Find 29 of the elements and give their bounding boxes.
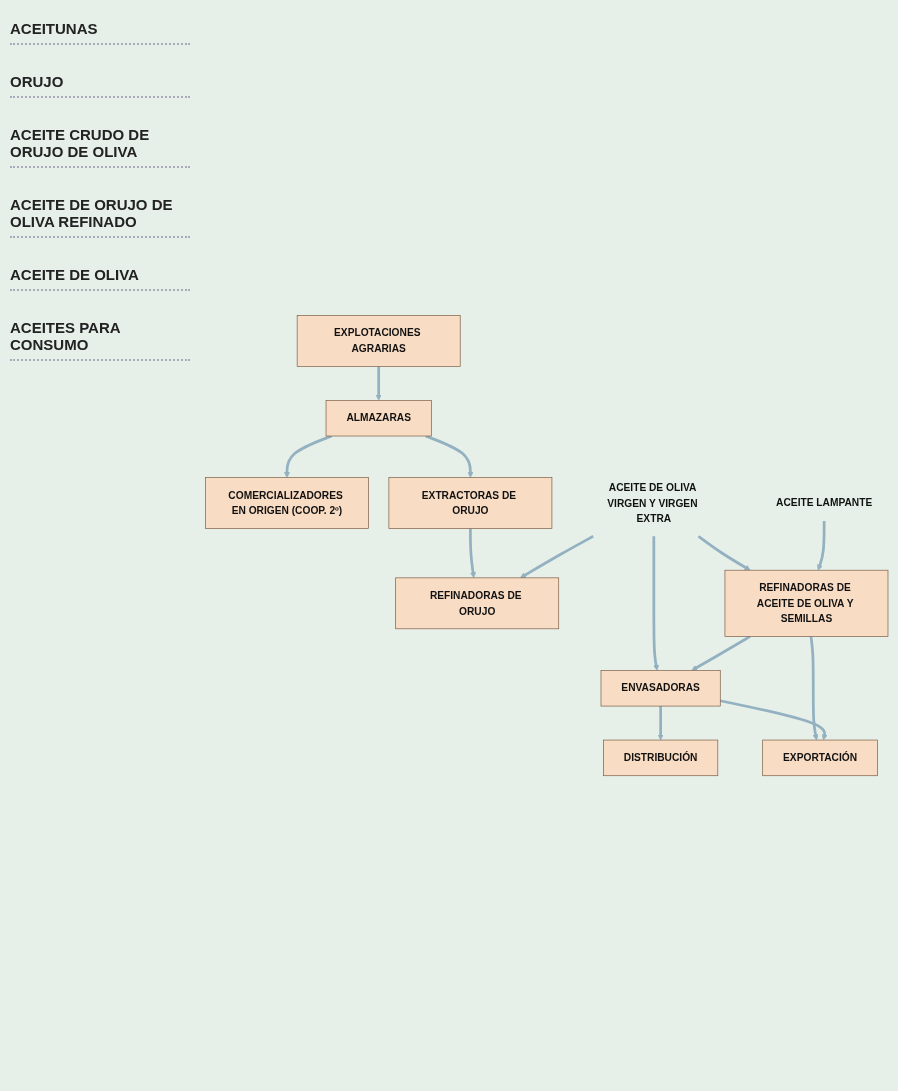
node-box: EXTRACTORAS DE ORUJO	[388, 477, 553, 529]
node-box: COMERCIALIZADORES EN ORIGEN (COOP. 2º)	[205, 477, 369, 529]
node-box: DISTRIBUCIÓN	[603, 739, 719, 776]
arrow	[657, 706, 664, 741]
node-box: ALMAZARAS	[325, 399, 432, 437]
node-text: ACEITE LAMPANTE	[776, 496, 873, 509]
arrow	[469, 528, 476, 579]
arrow	[691, 635, 751, 671]
arrow	[817, 520, 826, 571]
band-label: ACEITE CRUDO DE ORUJO DE OLIVA	[10, 126, 190, 168]
arrow	[283, 434, 333, 478]
node-box: EXPORTACIÓN	[762, 739, 878, 776]
arrow	[652, 536, 660, 671]
arrow	[520, 534, 594, 579]
arrow	[697, 535, 751, 571]
node-box: REFINADORAS DE ORUJO	[395, 577, 560, 630]
band-label: ACEITES PARA CONSUMO	[10, 319, 190, 361]
band-label: ACEITE DE ORUJO DE OLIVA REFINADO	[10, 196, 190, 238]
node-box: REFINADORAS DE ACEITE DE OLIVA Y SEMILLAS	[724, 569, 889, 637]
band-label: ACEITUNAS	[10, 20, 190, 45]
arrow	[425, 434, 474, 478]
node-box: ENVASADORAS	[600, 670, 721, 707]
node-box: EXPLOTACIONES AGRARIAS	[296, 315, 461, 367]
node-text: ACEITE DE OLIVA VIRGEN Y VIRGEN EXTRA	[607, 481, 698, 524]
arrow	[375, 366, 382, 401]
band-label: ORUJO	[10, 73, 190, 98]
arrow	[720, 699, 828, 741]
band-label: ACEITE DE OLIVA	[10, 266, 190, 291]
arrow	[809, 636, 819, 741]
